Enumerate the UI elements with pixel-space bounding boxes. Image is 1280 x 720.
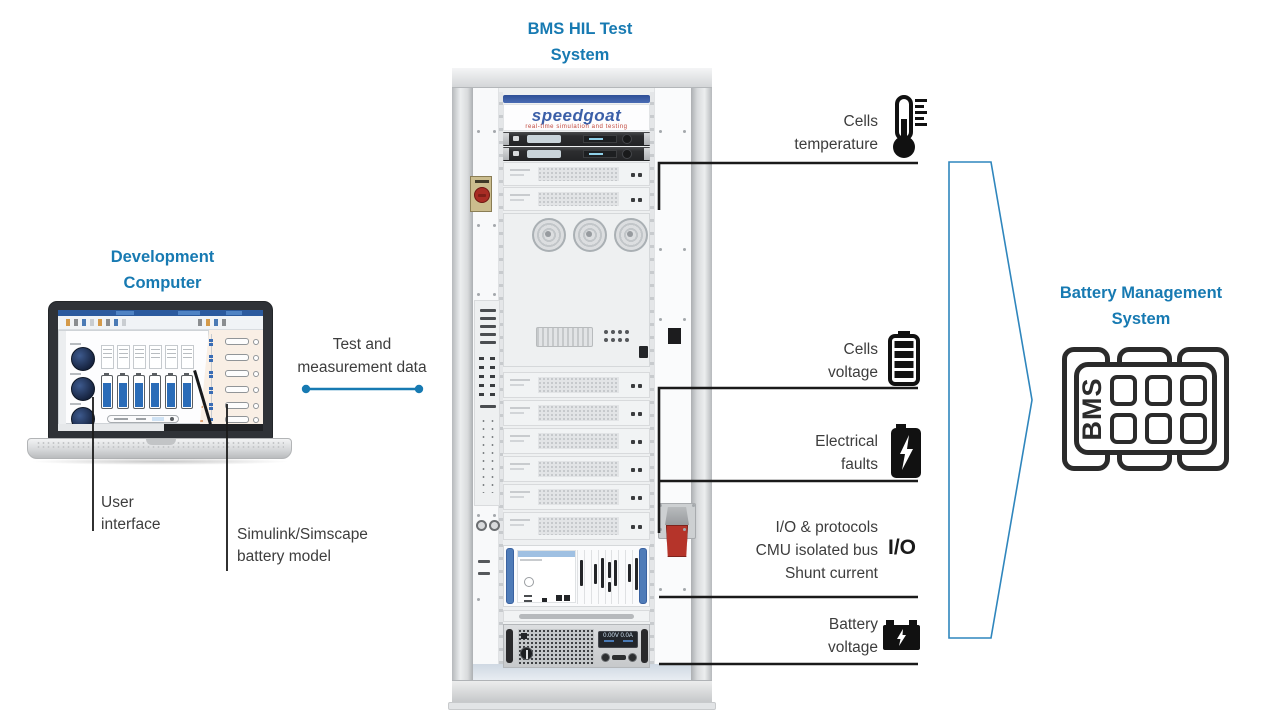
vented-unit: [503, 428, 650, 454]
signal-io-protocols: I/O & protocols CMU isolated bus Shunt c…: [755, 519, 878, 582]
cells-temperature-line: [657, 161, 918, 210]
thermometer-icon: [893, 95, 927, 158]
link-endpoint-dot: [414, 384, 424, 394]
laptop-shadow: [30, 458, 290, 465]
battery-cell-bar: [165, 373, 177, 409]
battery-model-label: Simulink/Simscape battery model: [237, 526, 368, 565]
target-handle-right: [639, 548, 647, 604]
vented-unit: [503, 456, 650, 482]
speedgoat-logo: speedgoat: [531, 106, 622, 125]
vented-unit: [503, 162, 650, 186]
emergency-stop: [470, 176, 492, 212]
door-latch: [639, 346, 648, 358]
target-handle-left: [506, 548, 514, 604]
car-battery-icon: [883, 620, 920, 650]
dev-title-line2: Computer: [123, 274, 202, 292]
funnel-pentagon: [948, 161, 1033, 639]
ps-voltage-readout: 0.00V: [603, 633, 619, 639]
ps-handle-left: [506, 629, 513, 663]
cee-connector: [658, 503, 698, 563]
battery-bolt-icon: [891, 424, 921, 478]
ps-rotary-switch: [520, 647, 533, 660]
ps-knob: [628, 653, 637, 662]
target-io-slots: [577, 550, 639, 604]
ps-handle-right: [641, 629, 648, 663]
screen-ribbon: [58, 316, 263, 330]
rack-right-rail: [691, 68, 712, 702]
signal-electrical-faults: Electrical faults: [815, 433, 878, 473]
target-machine: [503, 545, 650, 607]
battery-cell-bar: [101, 373, 113, 409]
bms-title-line1: Battery Management: [1059, 284, 1223, 302]
rack-psu-unit: [503, 147, 650, 161]
dashboard-gauge: [71, 377, 95, 401]
dev-computer-title: Development Computer: [60, 244, 265, 296]
vented-unit: [503, 400, 650, 426]
vented-unit: [503, 372, 650, 398]
battery-vertical-icon: [888, 331, 920, 386]
ps-current-readout: 0.0A: [620, 633, 633, 639]
battery-cell-bar: [149, 373, 161, 409]
dashboard-controls: [107, 415, 179, 423]
rack-left-rail: [452, 68, 473, 702]
user-interface-label: User interface: [101, 494, 161, 533]
battery-cell-bar: [117, 373, 129, 409]
bms-title: Battery Management System: [1010, 280, 1272, 332]
target-cpu-module: [517, 550, 576, 603]
hil-title-line2: System: [550, 46, 610, 64]
fan: [573, 218, 607, 252]
dc-power-supply: 0.00V 0.0A: [503, 624, 650, 668]
round-connector: [476, 520, 487, 531]
ps-display: 0.00V 0.0A: [598, 631, 638, 648]
rack-blue-bar: [503, 95, 650, 103]
speedgoat-tagline: real-time simulation and testing: [525, 124, 628, 130]
right-panel-vent: [668, 328, 681, 344]
left-connector-strip: [474, 300, 500, 506]
vented-unit: [503, 484, 650, 510]
hil-title: BMS HIL Test System: [460, 16, 700, 68]
ps-knob: [601, 653, 610, 662]
round-connector: [489, 520, 500, 531]
signal-battery-voltage: Battery voltage: [828, 616, 878, 656]
io-icon: I/O: [888, 536, 917, 559]
fan: [532, 218, 566, 252]
battery-cell-bar: [181, 373, 193, 409]
signal-cells-temperature: Cells temperature: [794, 113, 878, 153]
vented-unit: [503, 187, 650, 211]
test-data-label: Test and measurement data: [297, 336, 427, 376]
trackpad-notch: [146, 439, 176, 445]
cells-voltage-line: [657, 386, 918, 533]
battery-cell-bar: [133, 373, 145, 409]
dashboard-gauge: [71, 407, 95, 424]
dashboard-window: [58, 330, 209, 424]
ps-power-switch: [521, 633, 527, 639]
link-endpoint-dot: [301, 384, 311, 394]
blank-panel: [503, 610, 650, 622]
rack-psu-unit: [503, 132, 650, 146]
vented-unit: [503, 512, 650, 540]
door-vent-slot: [536, 327, 593, 347]
fan: [614, 218, 648, 252]
hil-rack: speedgoat real-time simulation and testi…: [448, 68, 716, 710]
bms-title-line2: System: [1111, 310, 1171, 328]
screen-titlebar: [58, 310, 263, 316]
dev-title-line1: Development: [110, 248, 215, 266]
door-buttons: [604, 330, 630, 346]
rack-top-bar: [452, 68, 712, 88]
laptop-screen: [58, 310, 263, 431]
signal-cells-voltage: Cells voltage: [828, 341, 878, 381]
hil-title-line1: BMS HIL Test: [527, 20, 633, 38]
fan-door: [503, 213, 650, 367]
dashboard-gauge: [71, 347, 95, 371]
speedgoat-logo-panel: speedgoat real-time simulation and testi…: [503, 104, 650, 131]
